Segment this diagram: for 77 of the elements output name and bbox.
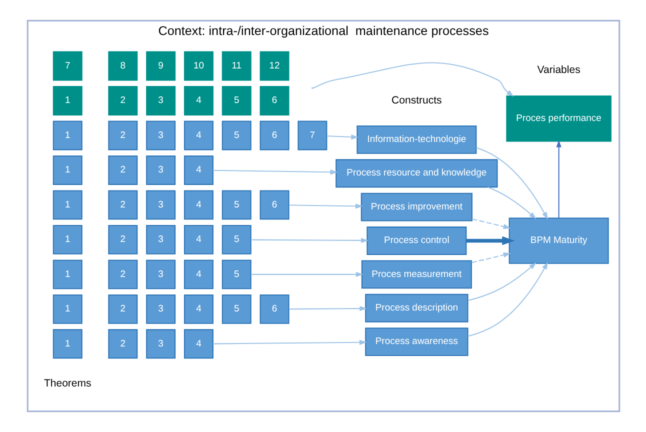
node-box: 3 (146, 294, 176, 324)
node-box: 5 (221, 190, 251, 220)
node-box: 3 (146, 224, 176, 254)
arrow (467, 262, 548, 337)
node-box: 8 (108, 51, 138, 81)
arrow (466, 236, 514, 246)
node-box: 5 (221, 224, 251, 254)
node-box: 3 (146, 190, 176, 220)
label: Constructs (391, 94, 442, 106)
node-box: 5 (221, 294, 251, 324)
node-box: 7 (297, 120, 327, 150)
node-box: Process control (366, 226, 466, 255)
node-box: 4 (183, 120, 213, 150)
node-box: Process improvement (360, 192, 472, 222)
node-box: Information-technologie (356, 125, 476, 154)
arrow (288, 204, 362, 209)
node-box: 1 (52, 190, 82, 220)
node-box: 6 (259, 190, 289, 220)
node-box: 9 (146, 51, 176, 81)
label: Variables (536, 64, 580, 76)
label: Theorems (43, 378, 91, 390)
arrow (312, 62, 514, 97)
node-box: 4 (183, 86, 213, 116)
node-box: 3 (146, 120, 176, 150)
node-box: 11 (221, 51, 251, 81)
node-box: 10 (183, 51, 213, 81)
node-box: 2 (108, 260, 138, 290)
node-box: 5 (221, 86, 251, 116)
node-box: 4 (183, 260, 213, 290)
node-box: 5 (221, 120, 251, 150)
node-box: 4 (183, 294, 213, 324)
node-box: 3 (146, 260, 176, 290)
node-box: 2 (108, 190, 138, 220)
node-box: 2 (108, 329, 138, 359)
node-box: 3 (146, 329, 176, 359)
arrow (471, 218, 510, 230)
arrow (487, 186, 536, 220)
arrow (250, 238, 368, 244)
node-box: 1 (52, 86, 82, 116)
arrow (476, 147, 548, 220)
node-box: 6 (259, 294, 289, 324)
node-box: 7 (52, 51, 82, 81)
node-box: Process awareness (364, 328, 468, 356)
arrow (326, 134, 358, 140)
node-box: 12 (259, 51, 289, 81)
arrow (288, 306, 367, 312)
node-box: 1 (52, 260, 82, 290)
node-box: 3 (146, 86, 176, 116)
node-box: BPM Maturity (508, 218, 608, 264)
node-box: 5 (221, 260, 251, 290)
node-box: 6 (259, 120, 289, 150)
node-box: 1 (52, 155, 82, 185)
node-box: Process description (364, 294, 468, 322)
node-box: 3 (146, 155, 176, 185)
node-box: Proces performance (506, 95, 611, 142)
node-box: 6 (259, 86, 289, 116)
node-box: 4 (183, 329, 213, 359)
arrow (471, 252, 510, 264)
node-box: 2 (108, 224, 138, 254)
node-box: 4 (183, 224, 213, 254)
node-box: 4 (183, 155, 213, 185)
node-box: 2 (108, 86, 138, 116)
node-box: 4 (183, 190, 213, 220)
node-box: 2 (108, 294, 138, 324)
node-box: 1 (52, 120, 82, 150)
arrow (468, 262, 536, 301)
arrow (212, 340, 366, 345)
arrow (556, 140, 561, 218)
node-box: 2 (108, 155, 138, 185)
node-box: Proces measurement (360, 260, 472, 289)
node-box: 1 (52, 329, 82, 359)
node-box: Process resource and knowledge (335, 159, 498, 188)
node-box: 2 (108, 120, 138, 150)
node-box: 1 (52, 224, 82, 254)
arrow (212, 170, 338, 175)
arrow (250, 272, 363, 278)
node-box: 1 (52, 294, 82, 324)
